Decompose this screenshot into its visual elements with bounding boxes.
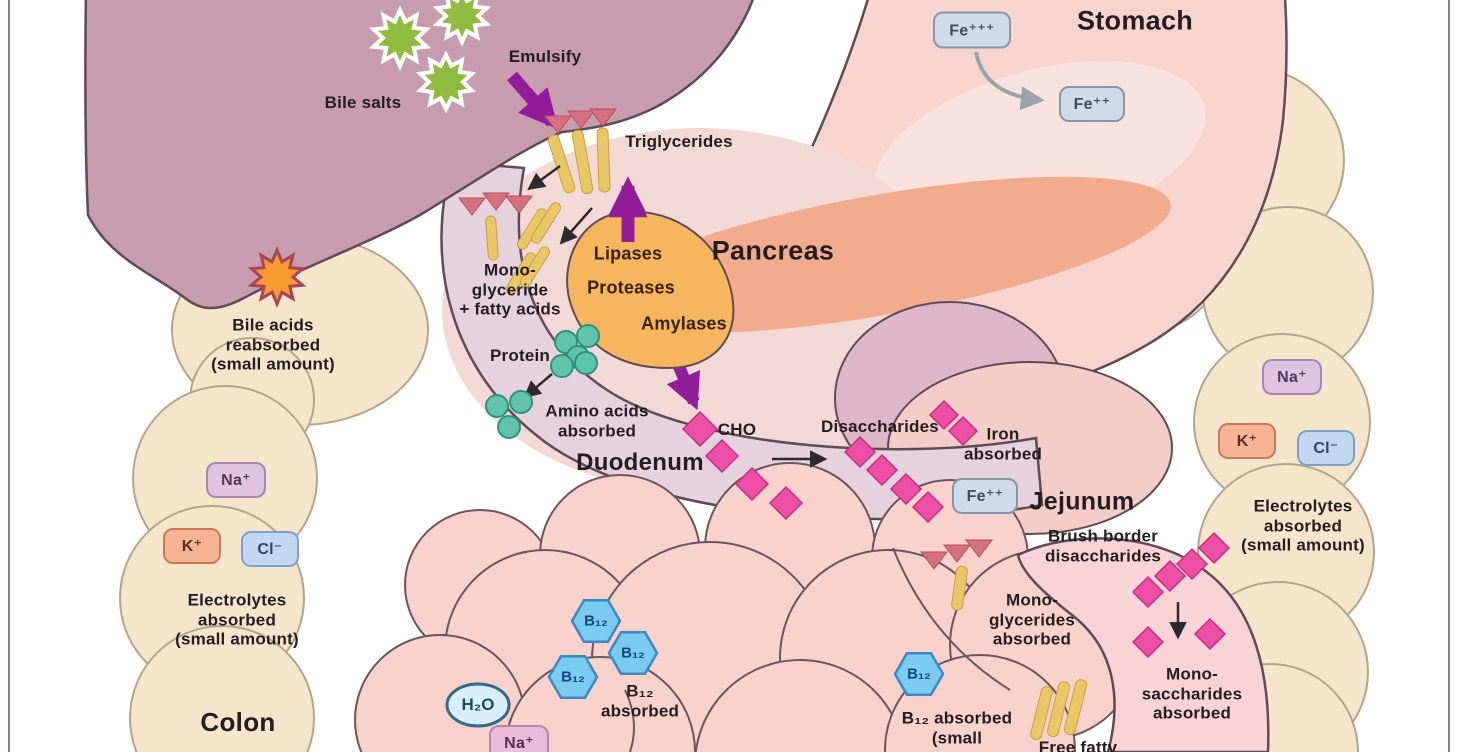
monoglycerides-absorbed-label: Mono- glycerides absorbed (988, 590, 1076, 649)
fatty-acid-bars-icon (1030, 679, 1088, 741)
pancreas-label: Pancreas (711, 235, 835, 266)
k-badge-right-colon: K⁺ (1218, 423, 1276, 459)
k-badge-left-colon: K⁺ (163, 528, 221, 564)
bile-salt-star-icon (368, 0, 492, 114)
electrolytes-absorbed-left-label: Electrolytes absorbed (small amount) (175, 590, 299, 649)
left-frame-border (8, 0, 10, 752)
cl-badge-right-colon: Cl⁻ (1297, 430, 1355, 466)
amylases-label: Amylases (641, 313, 727, 334)
bile-salts-label: Bile salts (324, 93, 402, 113)
jejunum-label: Jejunum (1029, 487, 1135, 516)
fe2-badge-stomach: Fe⁺⁺ (1059, 86, 1125, 122)
stomach-label: Stomach (1076, 5, 1194, 36)
right-frame-border (1448, 0, 1450, 752)
h2o-oval-icon (445, 682, 511, 728)
emulsify-label: Emulsify (508, 47, 582, 67)
conversion-arrows (523, 164, 1187, 640)
b12-hex-text: B₁₂ (621, 644, 645, 662)
liver-shape (84, 0, 754, 310)
brush-border-disaccharide-icon (1131, 531, 1231, 609)
fe3-badge: Fe⁺⁺⁺ (933, 11, 1011, 49)
b12-hex-text: B₁₂ (561, 668, 585, 686)
monoglyceride-fatty-acids-label: Mono- glyceride + fatty acids (459, 260, 561, 319)
b12-absorbed-small-label: B₁₂ absorbed (small (901, 708, 1013, 747)
na-badge-ileum: Na⁺ (489, 725, 549, 752)
pancreatic-enzymes-blob (566, 210, 735, 370)
electrolytes-absorbed-right-label: Electrolytes absorbed (small amount) (1241, 496, 1365, 555)
monosaccharides-absorbed-label: Mono- saccharides absorbed (1141, 664, 1243, 723)
colon-label: Colon (200, 706, 276, 737)
small-intestine-coils (354, 462, 1141, 752)
protein-label: Protein (490, 346, 550, 366)
free-fatty-label: Free fatty (1038, 738, 1118, 752)
iron-absorbed-label: Iron absorbed (963, 424, 1043, 463)
lipases-label: Lipases (593, 243, 663, 264)
b12-hex-text: B₁₂ (907, 665, 931, 683)
amino-acids-absorbed-label: Amino acids absorbed (545, 401, 649, 440)
h2o-text: H₂O (461, 695, 495, 714)
monosaccharide-icon (1131, 617, 1227, 659)
disaccharides-label: Disaccharides (821, 417, 939, 437)
emulsify-arrow-icon (507, 71, 559, 130)
disaccharide-pair-icon (843, 399, 979, 524)
fe2-badge-duodenum: Fe⁺⁺ (952, 478, 1018, 514)
duodenum-label: Duodenum (576, 449, 704, 477)
bile-acids-reabsorbed-label: Bile acids reabsorbed (small amount) (211, 315, 335, 374)
pancreas-shape (589, 176, 1171, 334)
na-badge-right-colon: Na⁺ (1262, 359, 1322, 395)
b12-absorbed-label: B₁₂ absorbed (600, 681, 680, 720)
iron-conversion-arrow-icon (974, 51, 1045, 111)
amino-acid-circles-icon (485, 390, 533, 439)
triglycerides-label: Triglycerides (625, 132, 733, 152)
coil-detail-line (624, 689, 635, 752)
bile-acid-star-icon (247, 246, 307, 308)
cl-badge-left-colon: Cl⁻ (241, 531, 299, 567)
jejunum-monoglyceride-icon (919, 539, 994, 611)
brush-border-disaccharides-label: Brush border disaccharides (1045, 526, 1161, 565)
coil-detail-line (892, 547, 1011, 691)
b12-hexagon-icon (547, 598, 945, 700)
cho-label: CHO (717, 420, 757, 440)
colon-left-column (119, 385, 318, 752)
monoglyceride-icon (457, 192, 562, 294)
protein-circles-icon (550, 324, 600, 378)
triglyceride-icon (543, 108, 618, 195)
na-badge-left-colon: Na⁺ (206, 462, 266, 498)
proteases-label: Proteases (587, 277, 675, 298)
b12-hex-text: B₁₂ (584, 612, 608, 630)
cho-chain-icon (681, 410, 804, 521)
